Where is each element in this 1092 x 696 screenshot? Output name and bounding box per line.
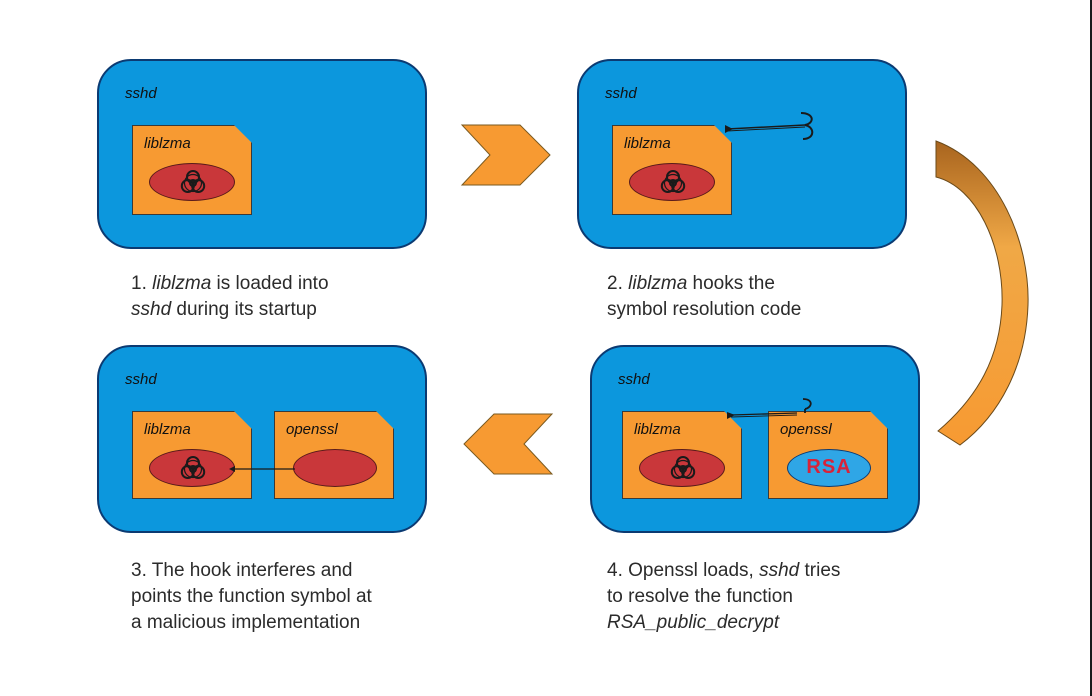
rsa-oval: RSA (787, 449, 871, 487)
caption-step-4: 4. Openssl loads, sshd tries to resolve … (607, 558, 840, 636)
liblzma-label: liblzma (634, 421, 681, 438)
sshd-label: sshd (125, 371, 157, 388)
biohazard-icon (630, 164, 716, 202)
biohazard-icon (640, 450, 726, 488)
caption-italic: liblzma (628, 273, 688, 294)
caption-text: a malicious implementation (131, 612, 361, 633)
caption-step-2: 2. liblzma hooks the symbol resolution c… (607, 271, 801, 323)
liblzma-label: liblzma (144, 421, 191, 438)
caption-italic: liblzma (152, 273, 212, 294)
hijacked-rsa-oval (293, 449, 377, 487)
right-border (1090, 0, 1092, 696)
caption-num: 2. (607, 273, 623, 294)
caption-italic: RSA_public_decrypt (607, 612, 780, 633)
openssl-box: openssl (274, 411, 394, 499)
redirect-arrow (229, 466, 295, 472)
biohazard-icon (150, 450, 236, 488)
caption-step-3: 3. The hook interferes and points the fu… (131, 558, 372, 636)
liblzma-box: liblzma (622, 411, 742, 499)
panel-step-3: sshd liblzma openssl (97, 345, 427, 533)
openssl-label: openssl (286, 421, 338, 438)
caption-text: 4. Openssl loads, (607, 560, 760, 581)
caption-num: 1. (131, 273, 147, 294)
panel-step-4: sshd liblzma openssl RSA (590, 345, 920, 533)
openssl-box: openssl RSA (768, 411, 888, 499)
openssl-label: openssl (780, 421, 832, 438)
caption-text: tries (799, 560, 841, 581)
liblzma-label: liblzma (144, 135, 191, 152)
panel-step-1: sshd liblzma (97, 59, 427, 249)
malicious-oval (639, 449, 725, 487)
caption-italic: sshd (759, 560, 800, 581)
caption-text: symbol resolution code (607, 299, 802, 320)
malicious-oval (629, 163, 715, 201)
sshd-label: sshd (125, 85, 157, 102)
chevron-arrow-left (463, 413, 554, 475)
caption-text: hooks the (687, 273, 775, 294)
curved-down-arrow (935, 140, 1029, 446)
biohazard-icon (150, 164, 236, 202)
caption-text: to resolve the function (607, 586, 793, 607)
liblzma-label: liblzma (624, 135, 671, 152)
rsa-logo-text: RSA (806, 456, 852, 478)
sshd-label: sshd (605, 85, 637, 102)
chevron-arrow-right (460, 124, 551, 186)
caption-text: points the function symbol at (131, 586, 372, 607)
caption-step-1: 1. liblzma is loaded into sshd during it… (131, 271, 329, 323)
caption-italic: sshd (131, 299, 172, 320)
caption-text: is loaded into (211, 273, 329, 294)
hook-icon (725, 112, 814, 140)
caption-text: during its startup (171, 299, 317, 320)
liblzma-box: liblzma (612, 125, 732, 215)
caption-text: 3. The hook interferes and (131, 560, 353, 581)
hook-icon (727, 398, 812, 419)
malicious-oval (149, 163, 235, 201)
sshd-label: sshd (618, 371, 650, 388)
liblzma-box: liblzma (132, 125, 252, 215)
liblzma-box: liblzma (132, 411, 252, 499)
malicious-oval (149, 449, 235, 487)
panel-step-2: sshd liblzma (577, 59, 907, 249)
